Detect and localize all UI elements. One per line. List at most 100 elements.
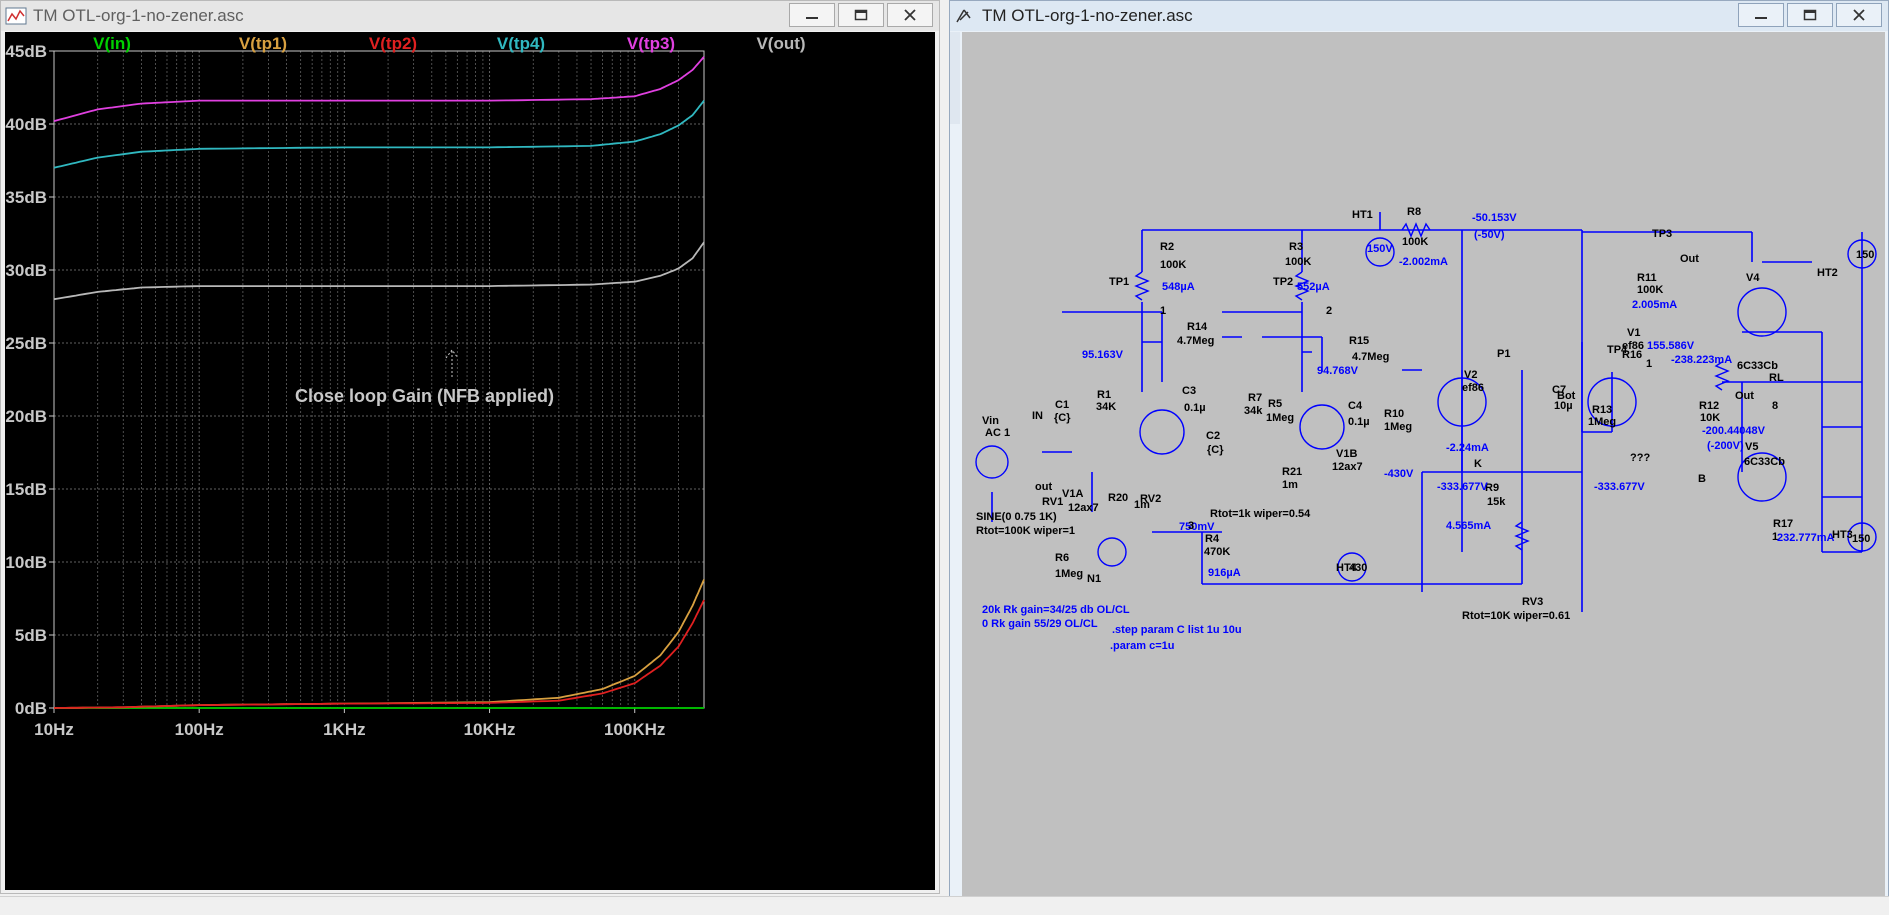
resistor-zigzag-r9 bbox=[1514, 521, 1530, 551]
schematic-label: R13 bbox=[1592, 404, 1612, 416]
x-tick-label: 10KHz bbox=[464, 720, 516, 739]
schematic-label: 10K bbox=[1700, 412, 1720, 424]
v1b-tube-symbol bbox=[1299, 404, 1345, 450]
schematic-label: Rtot=100K wiper=1 bbox=[976, 525, 1075, 537]
schematic-label: 3 bbox=[1188, 520, 1194, 532]
schematic-label: C1 bbox=[1055, 399, 1069, 411]
schematic-label: R8 bbox=[1407, 206, 1421, 218]
schematic-label: R16 bbox=[1622, 349, 1642, 361]
schematic-label: R15 bbox=[1349, 335, 1369, 347]
schematic-label: AC 1 bbox=[985, 427, 1010, 439]
schematic-label: 430 bbox=[1349, 562, 1367, 574]
x-tick-label: 100KHz bbox=[604, 720, 665, 739]
schematic-label: V4 bbox=[1746, 272, 1760, 284]
schematic-label: 1Meg bbox=[1588, 416, 1616, 428]
ht3-source-symbol bbox=[1847, 522, 1877, 552]
schematic-label: TP2 bbox=[1273, 276, 1293, 288]
schematic-label: 155.586V bbox=[1647, 340, 1695, 352]
legend-entry[interactable]: V(tp4) bbox=[497, 34, 545, 53]
resistor-zigzag-r8 bbox=[1401, 222, 1431, 238]
schematic-label: R7 bbox=[1248, 392, 1262, 404]
legend-entry[interactable]: V(tp2) bbox=[369, 34, 417, 53]
waveform-titlebar[interactable]: TM OTL-org-1-no-zener.asc bbox=[1, 1, 939, 31]
schematic-titlebar[interactable]: TM OTL-org-1-no-zener.asc bbox=[950, 1, 1888, 31]
schematic-label: R2 bbox=[1160, 241, 1174, 253]
schematic-label: K bbox=[1474, 458, 1482, 470]
schematic-label: P1 bbox=[1497, 348, 1510, 360]
schematic-label: 12ax7 bbox=[1068, 502, 1099, 514]
close-icon bbox=[904, 9, 916, 21]
schematic-label: -200.44048V bbox=[1702, 425, 1766, 437]
schematic-label: 1Meg bbox=[1266, 412, 1294, 424]
schematic-close-button[interactable] bbox=[1836, 3, 1882, 27]
v1-tube-symbol bbox=[1587, 377, 1637, 427]
schematic-title: TM OTL-org-1-no-zener.asc bbox=[982, 6, 1193, 25]
schematic-drawing[interactable]: HT1150VR8100K-2.002mA-50.153V(-50V)TP3Ou… bbox=[962, 32, 1885, 899]
schematic-label: 916µA bbox=[1208, 567, 1241, 579]
schematic-label: 470K bbox=[1204, 546, 1230, 558]
legend-entry[interactable]: V(out) bbox=[756, 34, 805, 53]
schematic-minimize-button[interactable] bbox=[1738, 3, 1784, 27]
schematic-label: RV1 bbox=[1042, 496, 1063, 508]
legend-entry[interactable]: V(tp1) bbox=[239, 34, 287, 53]
ht4-source-symbol bbox=[1337, 552, 1367, 582]
schematic-label: 4.7Meg bbox=[1177, 335, 1214, 347]
schematic-label: HT4 bbox=[1336, 562, 1358, 574]
plot-grid bbox=[53, 50, 705, 709]
schematic-label: -333.677V bbox=[1594, 481, 1645, 493]
close-button[interactable] bbox=[887, 3, 933, 27]
schematic-label: 150 bbox=[1856, 249, 1874, 261]
y-tick-label: 40dB bbox=[5, 115, 47, 134]
schematic-label: ef86 bbox=[1622, 340, 1644, 352]
schematic-label: 2 bbox=[1326, 305, 1332, 317]
schematic-label: TP4 bbox=[1607, 344, 1628, 356]
legend-entry[interactable]: V(tp3) bbox=[627, 34, 675, 53]
schematic-label: N1 bbox=[1087, 573, 1101, 585]
schematic-label: R4 bbox=[1205, 533, 1220, 545]
schematic-label: -2.24mA bbox=[1446, 442, 1489, 454]
v5-tube-symbol bbox=[1737, 452, 1787, 502]
schematic-label: 95.163V bbox=[1082, 349, 1124, 361]
schematic-label: ef86 bbox=[1462, 382, 1484, 394]
schematic-label: V1B bbox=[1336, 448, 1357, 460]
schematic-label: 750mV bbox=[1179, 521, 1215, 533]
schematic-label: 10µ bbox=[1554, 400, 1573, 412]
series-line-vtp4 bbox=[53, 100, 705, 169]
schematic-label: V1A bbox=[1062, 488, 1083, 500]
schematic-label: C7 bbox=[1552, 384, 1566, 396]
plot-annotation: Close loop Gain (NFB applied) bbox=[295, 386, 554, 406]
maximize-icon bbox=[1803, 9, 1817, 21]
schematic-label: 34k bbox=[1244, 405, 1263, 417]
schematic-label: 0.1µ bbox=[1184, 402, 1206, 414]
schematic-label: R21 bbox=[1282, 466, 1302, 478]
maximize-button[interactable] bbox=[838, 3, 884, 27]
status-bar bbox=[0, 896, 1889, 915]
schematic-label: 1 bbox=[1646, 358, 1652, 370]
schematic-maximize-button[interactable] bbox=[1787, 3, 1833, 27]
schematic-label: 12ax7 bbox=[1332, 461, 1363, 473]
schematic-scroll-stub[interactable] bbox=[950, 32, 960, 124]
schematic-label: (-50V) bbox=[1474, 229, 1505, 241]
series-line-vtp2 bbox=[53, 599, 705, 709]
schematic-label: 20k Rk gain=34/25 db OL/CL bbox=[982, 604, 1130, 616]
schematic-label: .step param C list 1u 10u bbox=[1112, 624, 1242, 636]
minimize-button[interactable] bbox=[789, 3, 835, 27]
series-line-vtp3 bbox=[53, 56, 705, 122]
schematic-label: 1m bbox=[1282, 479, 1298, 491]
schematic-label: .param c=1u bbox=[1110, 640, 1175, 652]
y-tick-label: 15dB bbox=[5, 480, 47, 499]
series-line-vout bbox=[53, 241, 705, 301]
schematic-label: 2.005mA bbox=[1632, 299, 1677, 311]
schematic-label: Out bbox=[1735, 390, 1754, 402]
schematic-label: RV2 bbox=[1140, 493, 1161, 505]
legend-entry[interactable]: V(in) bbox=[93, 34, 131, 53]
schematic-label: C4 bbox=[1348, 400, 1363, 412]
x-tick-label: 10Hz bbox=[34, 720, 74, 739]
plot-legend[interactable]: V(in) V(tp1) V(tp2) V(tp4) V(tp3) V(out) bbox=[93, 34, 805, 53]
schematic-label: Out bbox=[1680, 253, 1699, 265]
